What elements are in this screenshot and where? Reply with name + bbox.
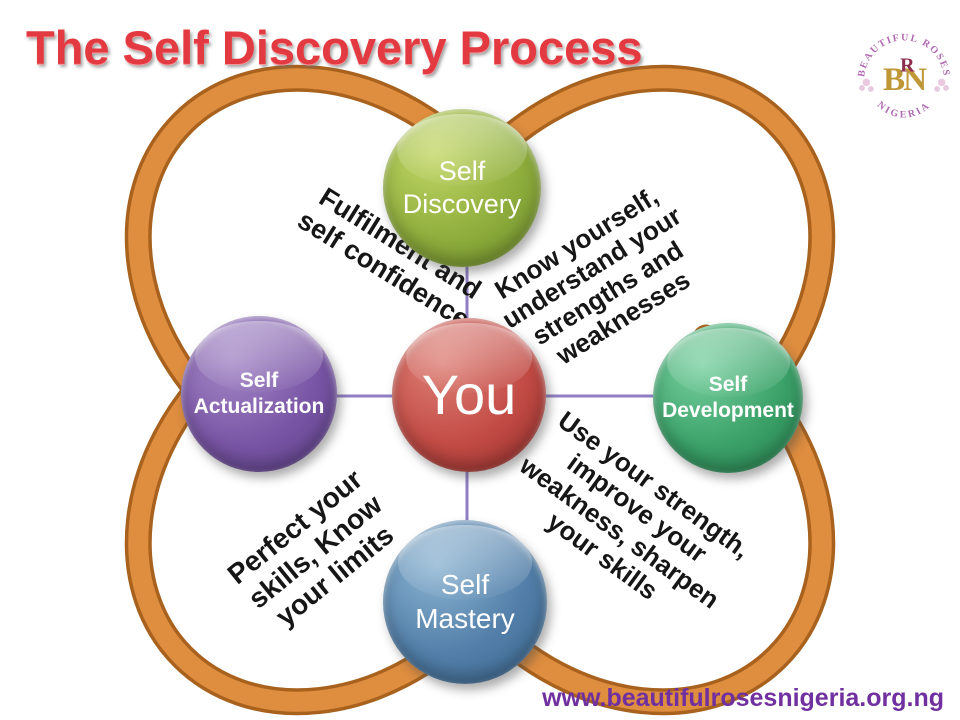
brand-logo: BEAUTIFUL ROSES NIGERIA B N R [856, 32, 950, 120]
node-you-center: You [392, 318, 546, 472]
node-self-actualization: Self Actualization [181, 316, 337, 472]
logo-rose-left [859, 78, 874, 92]
logo-monogram-n: N [903, 61, 927, 98]
website-url[interactable]: www.beautifulrosesnigeria.org.ng [542, 684, 944, 712]
logo-rose-right [934, 78, 949, 92]
logo-monogram-r: R [900, 54, 915, 76]
svg-text:NIGERIA: NIGERIA [875, 100, 933, 120]
logo-monogram-b: B [883, 61, 905, 98]
page-title: The Self Discovery Process [26, 21, 643, 74]
node-self-mastery: Self Mastery [383, 520, 547, 684]
node-self-development: Self Development [653, 323, 803, 473]
logo-arc-bottom-text: NIGERIA [875, 100, 931, 120]
node-self-discovery: Self Discovery [383, 109, 541, 267]
